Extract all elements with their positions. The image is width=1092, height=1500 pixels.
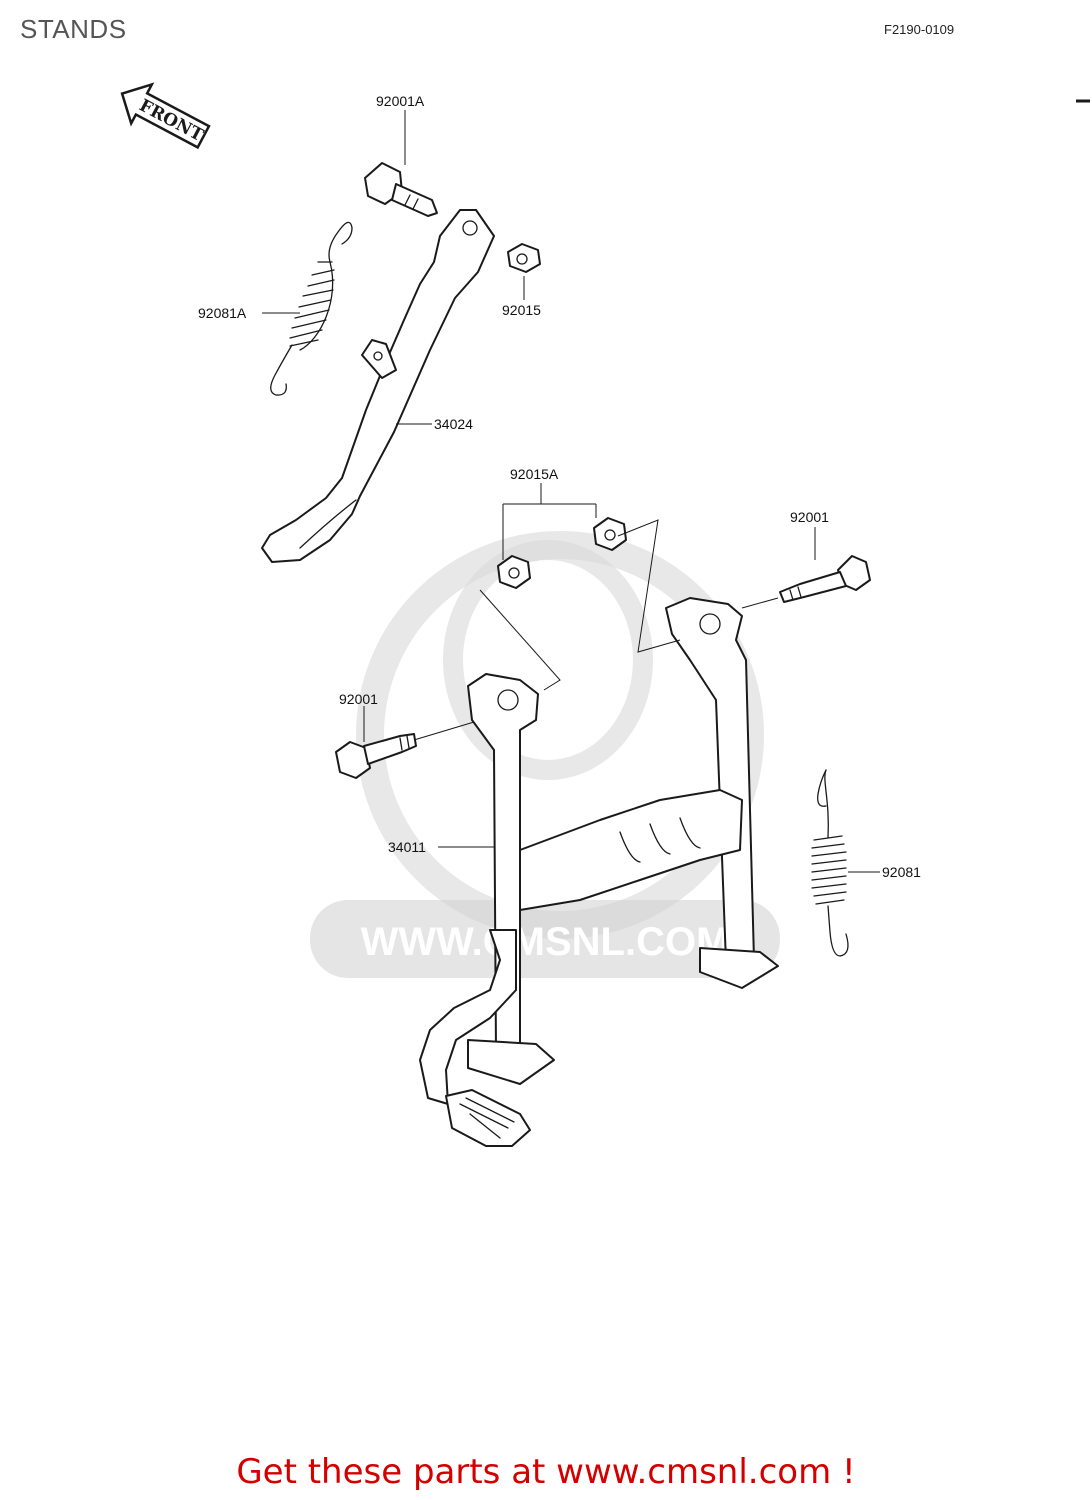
part-label-92001A: 92001A [376,93,425,109]
center-stand-nut-icon [593,517,627,551]
footer-link[interactable]: Get these parts at www.cmsnl.com ! [236,1452,856,1492]
watermark-logo: WWW.CMSNL.COM [310,531,780,978]
part-label-92081: 92081 [882,864,921,880]
side-stand-bolt-icon [364,162,438,217]
diagram-code: F2190-0109 [884,22,955,37]
center-stand-icon [419,597,779,1147]
side-stand-icon [261,209,495,563]
center-stand-bolt-right-icon [779,555,871,603]
part-label-92001-right: 92001 [790,509,829,525]
page-title: STANDS [20,14,127,44]
center-stand-spring-icon [811,769,849,957]
part-label-92015: 92015 [502,302,541,318]
part-label-92001-left: 92001 [339,691,378,707]
part-label-92081A: 92081A [198,305,247,321]
part-label-34024: 34024 [434,416,473,432]
part-label-34011: 34011 [388,839,426,855]
leader-lines [262,110,880,873]
side-stand-spring-icon [270,221,353,396]
watermark-text: WWW.CMSNL.COM [361,920,730,964]
center-stand-nut-icon [497,555,531,589]
front-arrow-icon: FRONT [120,82,211,150]
center-stand-bolt-left-icon [335,733,417,779]
part-label-92015A: 92015A [510,466,559,482]
side-stand-nut-icon [507,243,541,273]
